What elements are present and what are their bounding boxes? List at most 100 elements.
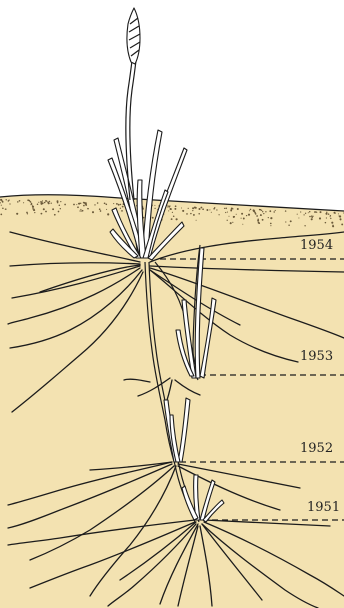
soil-speckle <box>250 209 252 211</box>
soil-speckle <box>262 211 263 212</box>
soil-speckle <box>104 202 106 204</box>
soil-speckle <box>173 216 175 218</box>
soil-speckle <box>120 204 121 205</box>
soil-speckle <box>9 203 10 204</box>
soil-speckle <box>241 218 242 219</box>
soil-speckle <box>154 205 155 206</box>
soil-speckle <box>326 212 327 213</box>
soil-speckle <box>285 221 286 222</box>
soil-layer <box>0 195 344 608</box>
soil-speckle <box>224 208 225 209</box>
soil-speckle <box>60 208 61 209</box>
year-label-1951: 1951 <box>307 500 340 515</box>
soil-speckle <box>83 205 85 207</box>
soil-speckle <box>44 202 46 204</box>
soil-speckle <box>248 214 250 216</box>
soil-speckle <box>311 215 313 217</box>
soil-speckle <box>42 202 44 204</box>
soil-speckle <box>341 223 343 225</box>
soil-speckle <box>261 210 262 211</box>
soil-speckle <box>258 222 260 224</box>
soil-speckle <box>339 215 341 217</box>
soil-speckle <box>0 199 2 201</box>
soil-speckle <box>76 204 77 205</box>
soil-speckle <box>332 225 333 226</box>
soil-speckle <box>0 214 2 216</box>
soil-speckle <box>100 210 102 212</box>
soil-speckle <box>174 208 176 210</box>
soil-speckle <box>92 211 94 213</box>
soil-speckle <box>230 222 232 224</box>
soil-speckle <box>26 212 28 214</box>
soil-speckle <box>200 207 202 209</box>
soil-speckle <box>85 202 87 204</box>
soil-speckle <box>121 210 123 212</box>
soil-speckle <box>6 199 7 200</box>
soil-speckle <box>213 208 215 210</box>
soil-speckle <box>331 222 333 224</box>
soil-speckle <box>211 212 212 213</box>
soil-speckle <box>37 203 39 205</box>
soil-speckle <box>206 209 208 211</box>
soil-speckle <box>40 201 42 203</box>
soil-speckle <box>242 224 243 225</box>
soil-speckle <box>154 208 155 209</box>
soil-speckle <box>316 212 317 213</box>
soil-speckle <box>209 209 210 210</box>
soil-speckle <box>312 216 313 217</box>
soil-speckle <box>82 210 84 212</box>
soil-speckle <box>232 222 233 223</box>
soil-speckle <box>328 213 330 215</box>
soil-speckle <box>99 208 101 210</box>
soil-speckle <box>5 209 6 210</box>
soil-speckle <box>300 211 301 212</box>
soil-speckle <box>167 207 168 208</box>
year-label-1952: 1952 <box>300 441 333 456</box>
soil-speckle <box>47 202 49 204</box>
soil-speckle <box>263 213 264 214</box>
soil-speckle <box>308 212 309 213</box>
soil-speckle <box>270 225 271 226</box>
soil-speckle <box>80 203 81 204</box>
flower-stalk <box>126 8 140 200</box>
soil-speckle <box>236 214 237 215</box>
soil-speckle <box>196 220 197 221</box>
soil-speckle <box>192 210 193 211</box>
soil-speckle <box>285 210 286 211</box>
soil-speckle <box>270 223 272 225</box>
soil-speckle <box>107 213 109 215</box>
soil-speckle <box>41 213 43 215</box>
year-label-1954: 1954 <box>300 238 333 253</box>
soil-speckle <box>311 218 313 220</box>
soil-speckle <box>168 206 170 208</box>
soil-speckle <box>325 222 327 224</box>
soil-speckle <box>105 203 107 205</box>
soil-speckle <box>290 220 292 222</box>
soil-speckle <box>257 220 259 222</box>
soil-speckle <box>23 202 24 203</box>
soil-speckle <box>304 225 305 226</box>
soil-speckle <box>249 210 250 211</box>
soil-speckle <box>176 218 178 220</box>
soil-speckle <box>122 206 124 208</box>
soil-speckle <box>233 216 235 218</box>
soil-speckle <box>246 215 247 216</box>
soil-speckle <box>79 210 80 211</box>
soil-speckle <box>270 217 272 219</box>
soil-speckle <box>227 220 228 221</box>
soil-speckle <box>152 217 154 219</box>
soil-speckle <box>17 201 19 203</box>
soil-speckle <box>16 213 18 215</box>
soil-speckle <box>19 200 21 202</box>
soil-speckle <box>309 211 310 212</box>
soil-speckle <box>193 214 195 216</box>
soil-speckle <box>58 211 60 213</box>
soil-speckle <box>335 213 336 214</box>
soil-speckle <box>186 213 188 215</box>
soil-speckle <box>255 213 257 215</box>
soil-speckle <box>198 213 200 215</box>
soil-speckle <box>175 205 177 207</box>
soil-speckle <box>268 217 269 218</box>
soil-speckle <box>8 199 9 200</box>
soil-speckle <box>42 200 43 201</box>
